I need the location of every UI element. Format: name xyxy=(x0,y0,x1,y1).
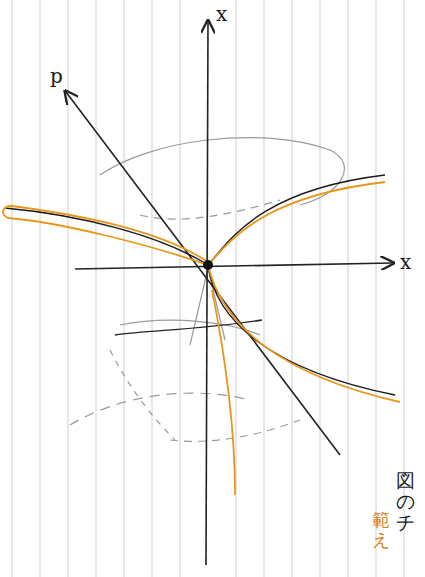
ruled-lines xyxy=(12,0,404,577)
black-curves xyxy=(5,175,395,395)
axis-label: x xyxy=(216,2,227,26)
orange-curves xyxy=(3,182,400,495)
axis-label: x xyxy=(400,250,411,274)
note-text: 図のチ xyxy=(396,470,415,533)
note-text: 範え xyxy=(372,510,390,550)
axis-label: p xyxy=(50,64,63,88)
axes xyxy=(66,22,392,565)
origin-dot xyxy=(203,260,213,270)
